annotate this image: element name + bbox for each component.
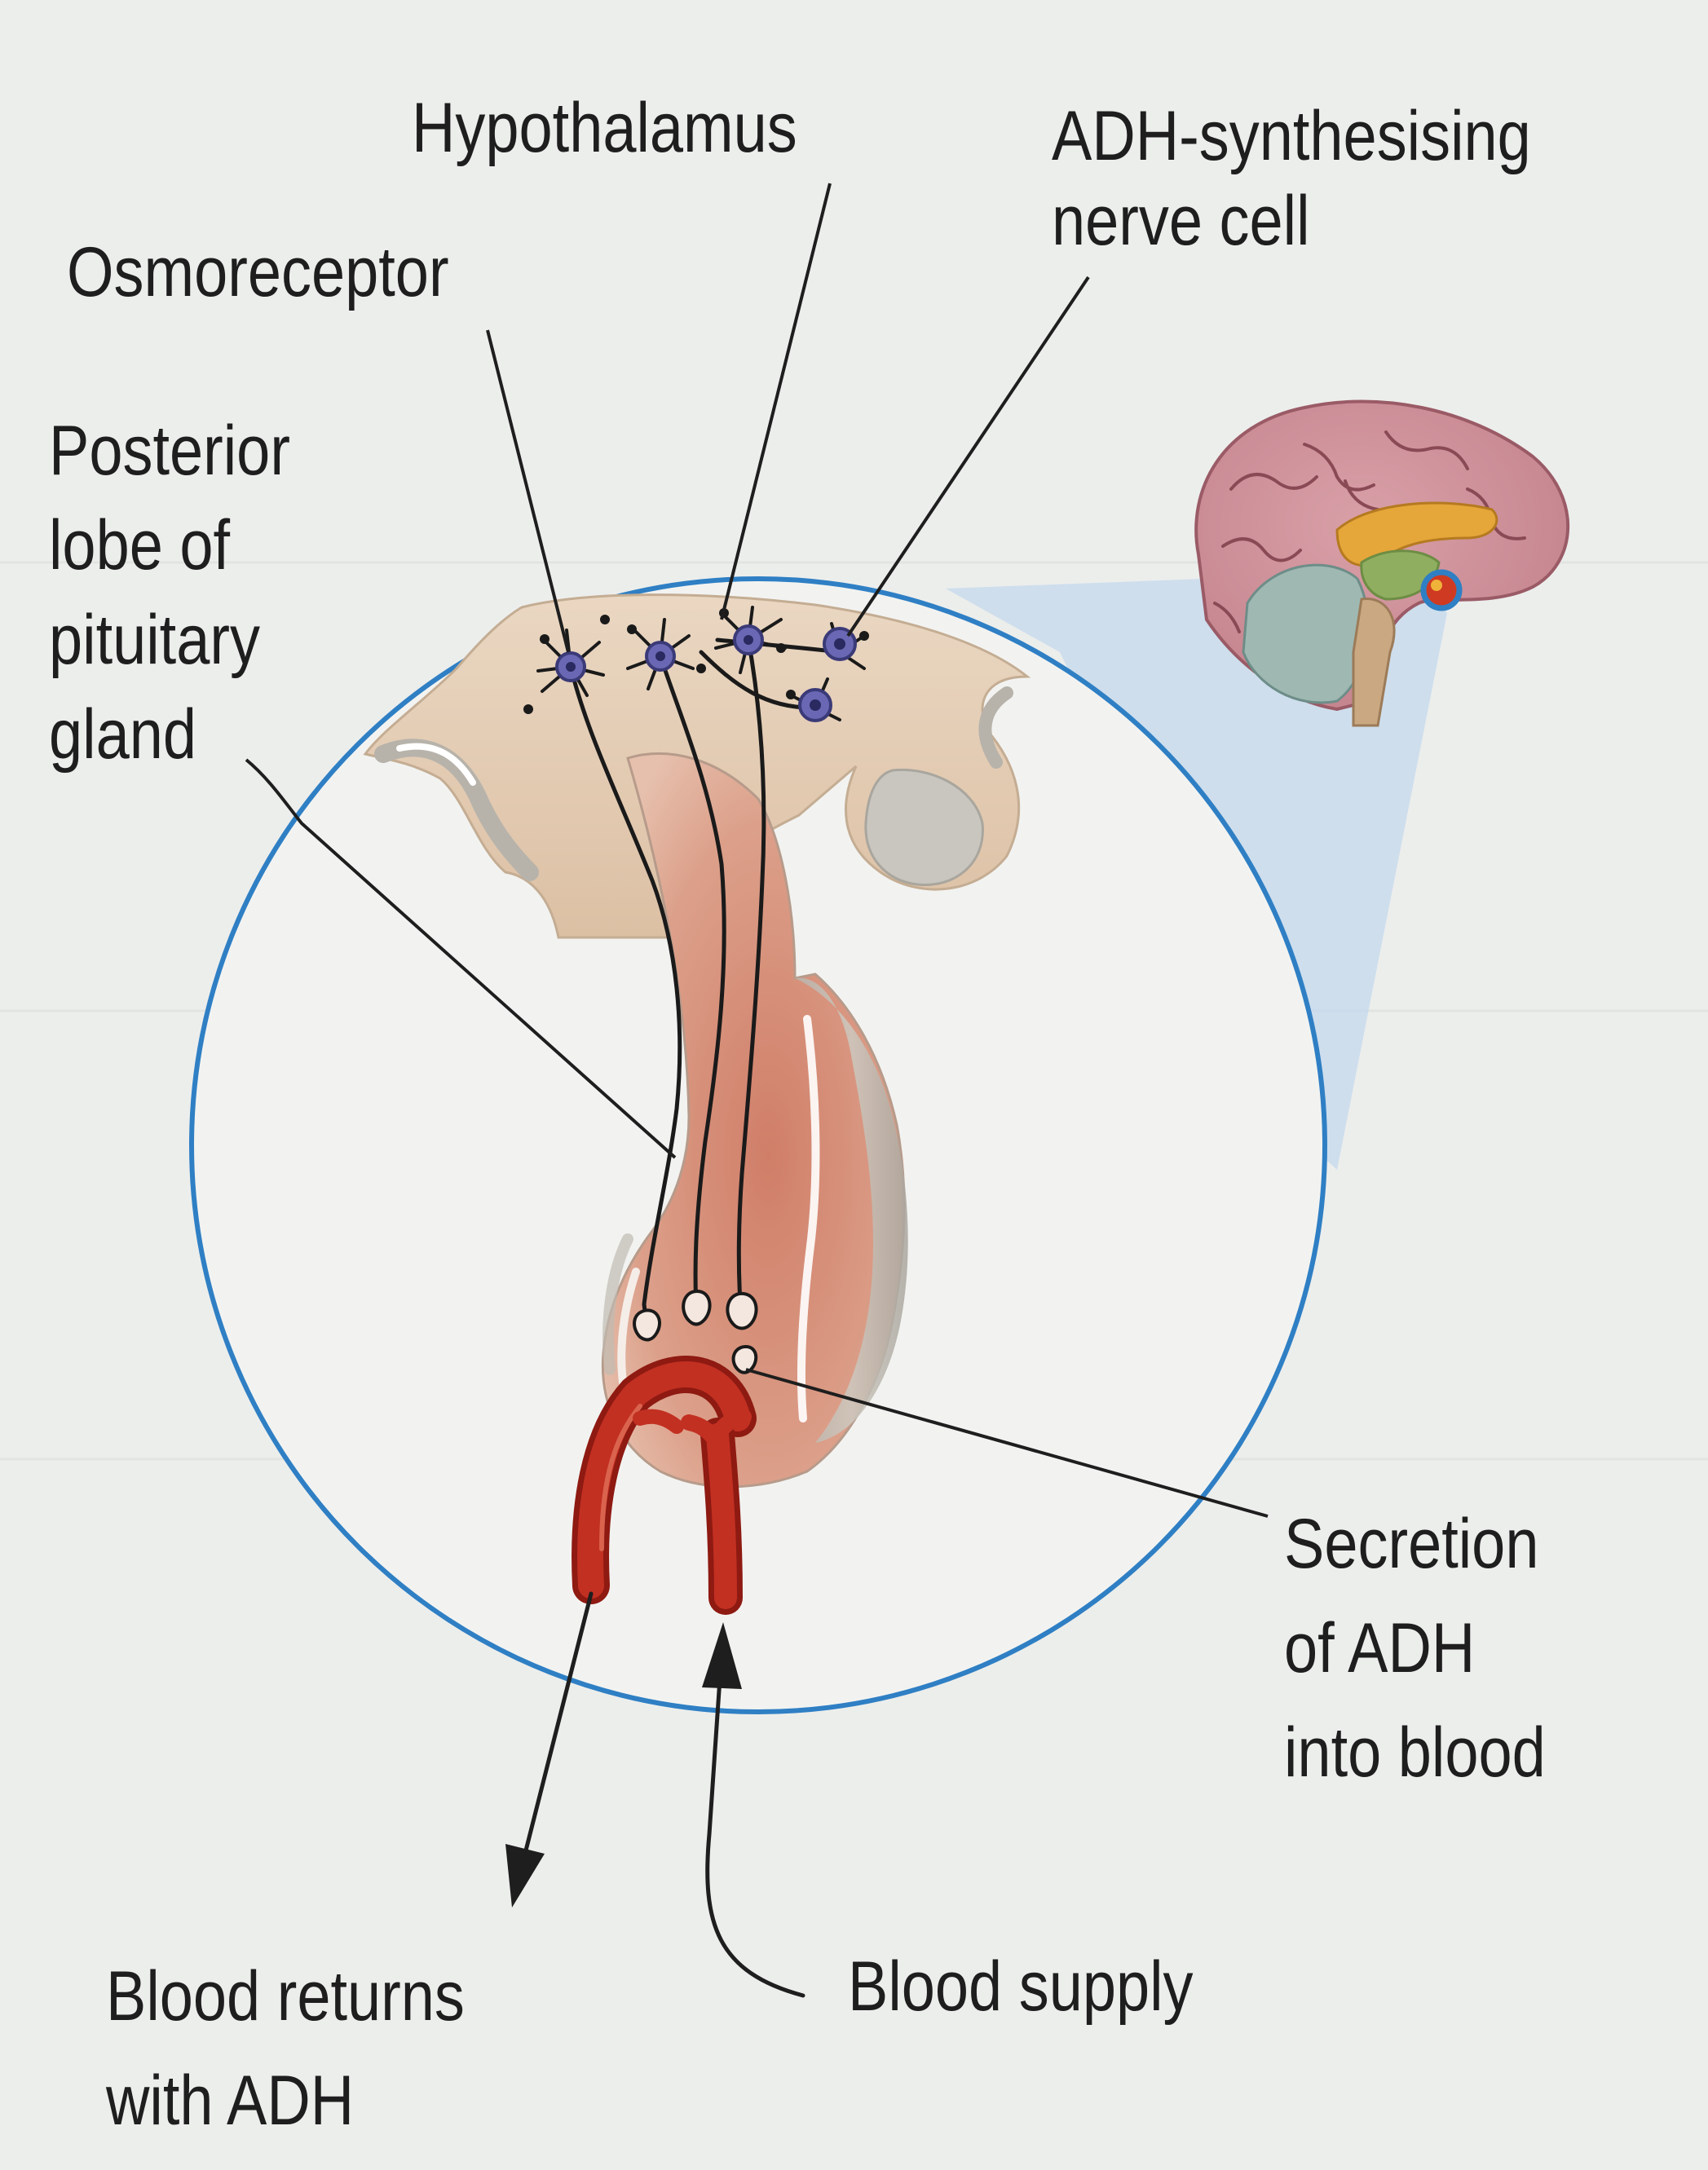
blood-vessels	[572, 1356, 757, 1615]
brain-inset-icon	[1194, 399, 1570, 727]
blood-out-arrow	[523, 1591, 594, 1853]
posterior-pituitary-lobe	[601, 752, 908, 1489]
label-blood-returns-with-adh: Blood returns with ADH	[106, 1957, 465, 2140]
leader-lines	[245, 183, 1269, 1518]
blood-in-arrow	[705, 1652, 805, 1998]
hypothalamus-neurons	[523, 606, 869, 722]
nerve-terminals	[633, 1289, 758, 1374]
blood-flow-arrows	[523, 1591, 805, 1998]
label-posterior-lobe-of-pituitary-gland: Posterior lobe of pituitary gland	[49, 412, 290, 774]
label-hypothalamus: Hypothalamus	[412, 89, 797, 167]
label-adh-synthesising-nerve-cell: ADH-synthesising nerve cell	[1052, 97, 1531, 260]
arrowhead-up	[702, 1622, 742, 1689]
arrowhead-down	[505, 1844, 545, 1908]
label-osmoreceptor: Osmoreceptor	[67, 233, 449, 311]
label-blood-supply: Blood supply	[848, 1947, 1194, 2026]
label-secretion-of-adh-into-blood: Secretion of ADH into blood	[1284, 1505, 1546, 1792]
